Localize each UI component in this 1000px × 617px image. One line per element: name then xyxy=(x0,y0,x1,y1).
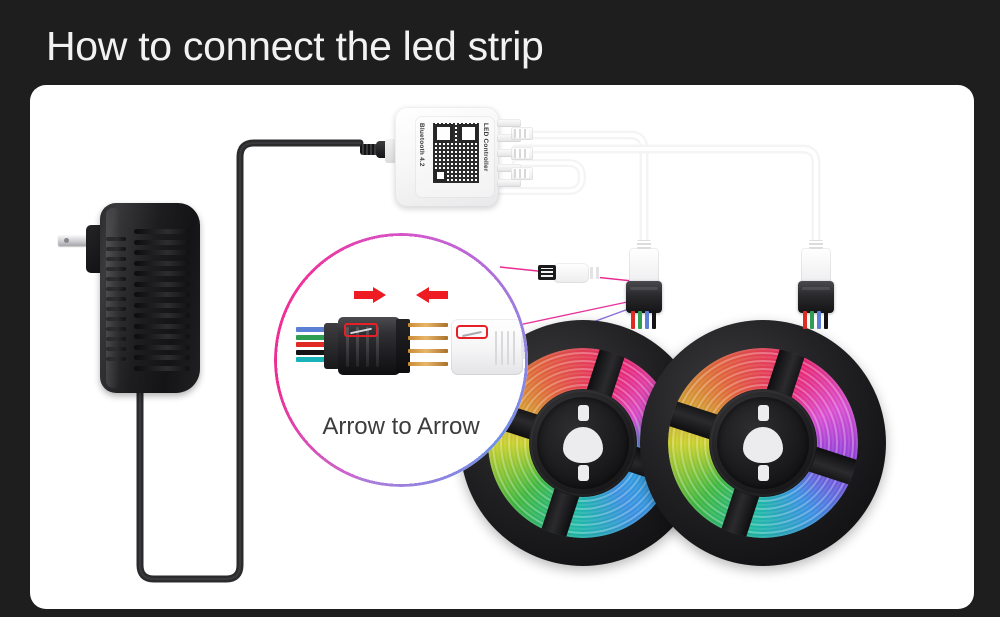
page-title: How to connect the led strip xyxy=(46,23,544,69)
controller-bluetooth-label: Bluetooth 4.2 xyxy=(418,123,425,167)
controller-plug-b xyxy=(511,147,533,160)
strip-connector-left xyxy=(623,240,665,329)
magnifier-ring xyxy=(274,233,528,487)
adapter-body xyxy=(100,203,200,393)
controller-plug-c xyxy=(511,167,533,180)
controller-plug-a xyxy=(511,127,533,140)
controller-name-label: LED Controller xyxy=(482,123,489,172)
led-strip-reel-right xyxy=(640,320,886,566)
power-adapter xyxy=(58,203,204,403)
strip-connector-right xyxy=(795,240,837,329)
adapter-prong xyxy=(58,235,88,246)
strip-connector-right-wires xyxy=(803,311,829,329)
strip-connector-left-wires xyxy=(631,311,657,329)
led-strip-splitter-connector xyxy=(538,263,604,283)
led-strip-reel-left xyxy=(460,320,706,566)
diagram-card: Bluetooth 4.2 LED Controller xyxy=(30,85,974,609)
reel-hub-left xyxy=(537,397,629,489)
qr-code-icon xyxy=(433,123,479,183)
adapter-side-vents xyxy=(106,237,128,369)
controller-body: Bluetooth 4.2 LED Controller xyxy=(395,107,499,207)
bluetooth-led-controller: Bluetooth 4.2 LED Controller xyxy=(385,107,533,212)
controller-output-pins xyxy=(497,119,523,195)
magnified-callout: Arrow to Arrow xyxy=(274,233,528,487)
adapter-vents xyxy=(134,229,192,379)
reel-hub-right xyxy=(717,397,809,489)
